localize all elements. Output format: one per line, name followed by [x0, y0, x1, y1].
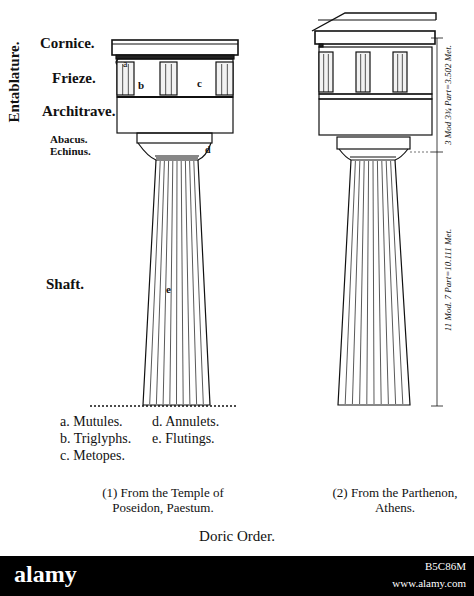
dimension: 11 Mod. 7 Part=10.111 Met. — [443, 229, 453, 331]
stroke — [165, 64, 166, 95]
stroke — [373, 161, 374, 404]
stroke — [221, 64, 222, 95]
watermark: alamy — [14, 561, 77, 589]
stroke — [360, 161, 365, 404]
legend-text: e. Flutings. — [152, 431, 215, 447]
watermark: www.alamy.com — [392, 577, 466, 590]
figure-caption: (2) From the Parthenon, Athens. — [315, 486, 474, 516]
stroke — [391, 161, 403, 404]
stroke — [367, 161, 369, 404]
stroke — [227, 64, 228, 95]
legend-text: b. Triglyphs. — [60, 431, 131, 447]
dimension: 3 Mod 3¾ Part=3.502 Met. — [443, 45, 453, 145]
part-name: Frieze. — [52, 70, 96, 87]
callout-letter: b — [138, 79, 144, 92]
stroke — [386, 161, 395, 404]
stroke — [170, 161, 173, 404]
stroke — [185, 161, 190, 404]
callout-letter: c — [197, 77, 202, 90]
stroke — [377, 161, 381, 404]
stroke — [176, 161, 178, 404]
stroke — [163, 161, 169, 404]
stroke — [402, 54, 403, 92]
part-name: Echinus. — [50, 145, 91, 158]
figure-caption: (1) From the Temple of Poseidon, Paestum… — [88, 486, 238, 516]
stroke — [156, 161, 164, 404]
callout-letter: d — [205, 144, 211, 156]
part-name: Shaft. — [46, 276, 84, 293]
stroke — [345, 161, 355, 404]
stroke — [150, 161, 161, 404]
legend-text: d. Annulets. — [152, 414, 219, 430]
part-name: Cornice. — [40, 35, 95, 52]
stroke — [323, 54, 324, 92]
figure-title: Doric Order. — [199, 528, 275, 545]
stroke — [194, 161, 204, 404]
stroke — [328, 54, 329, 92]
watermark: B5C86M — [425, 560, 466, 573]
part-name: Abacus. — [50, 133, 88, 146]
legend-text: c. Metopes. — [60, 448, 125, 464]
callout-letter: e — [166, 283, 171, 296]
group-name: Entablature. — [6, 42, 23, 123]
stroke — [181, 161, 183, 404]
legend-text: a. Mutules. — [60, 414, 123, 430]
stroke — [360, 54, 361, 92]
stroke — [171, 64, 172, 95]
stroke — [352, 161, 359, 404]
stroke — [397, 54, 398, 92]
callout-letter: a — [123, 58, 127, 70]
stroke — [365, 54, 366, 92]
stroke — [128, 64, 129, 95]
part-name: Architrave. — [42, 103, 115, 120]
